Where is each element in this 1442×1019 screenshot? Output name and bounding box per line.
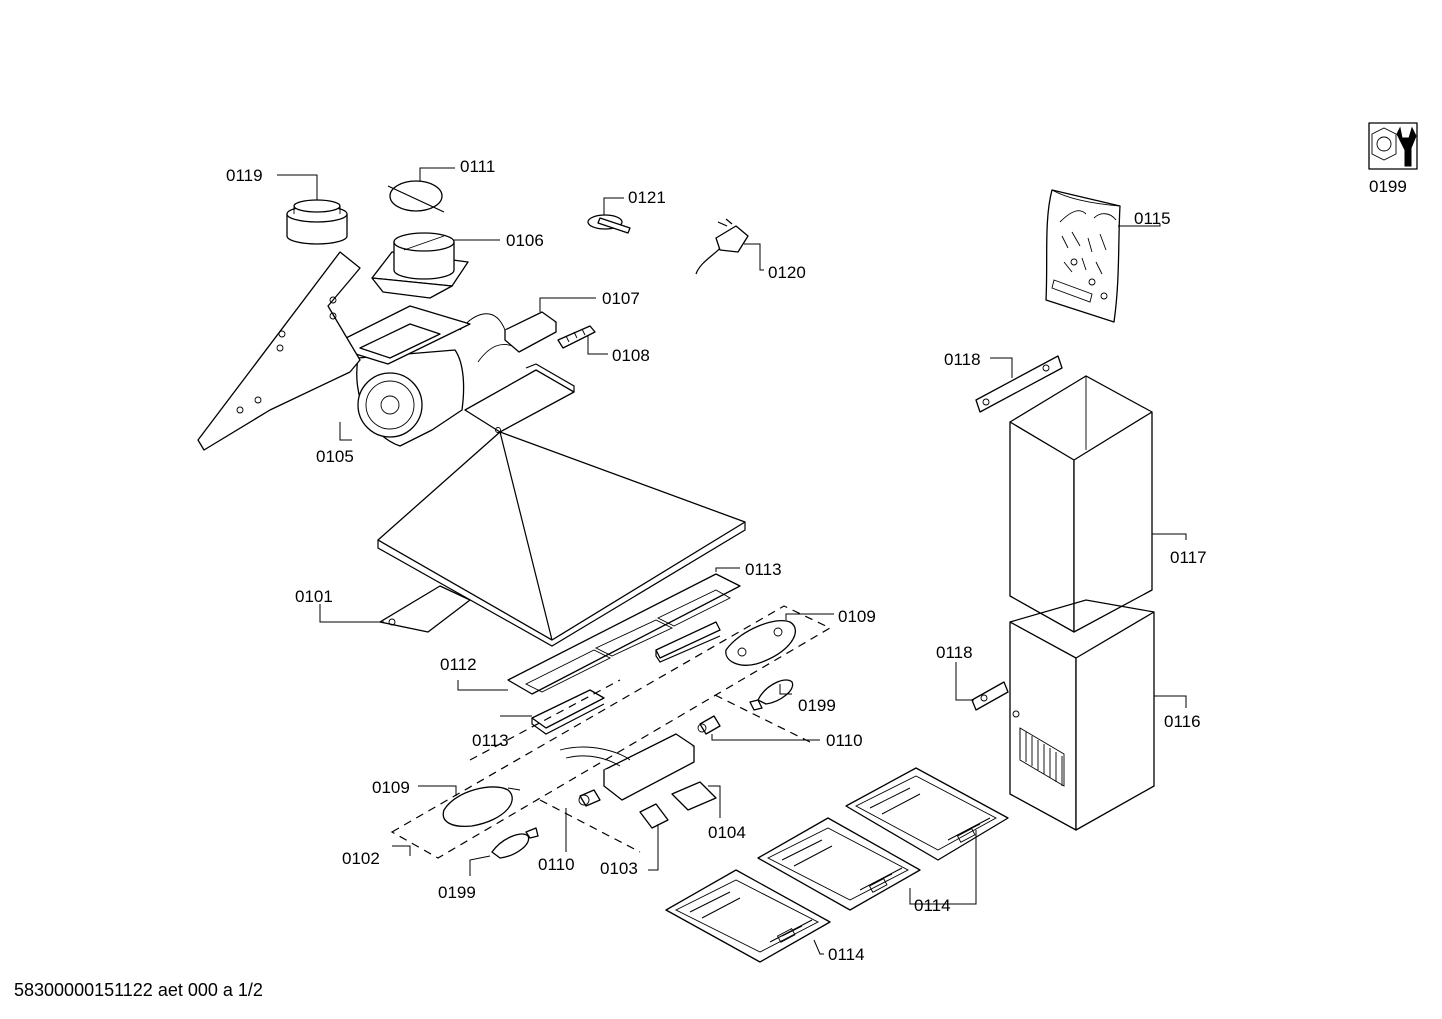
part-0109-lamp-cover [418, 613, 834, 828]
label-0109-right: 0109 [838, 607, 876, 626]
part-0117-upper-chimney [1009, 375, 1187, 633]
part-0102-lamp-panel [390, 605, 832, 859]
part-0105-blower [329, 305, 471, 447]
label-0199-right: 0199 [798, 696, 836, 715]
label-0105: 0105 [316, 447, 354, 466]
label-0110-bottom: 0110 [538, 855, 575, 874]
label-0199-bottom: 0199 [438, 883, 476, 902]
label-0111: 0111 [460, 157, 495, 176]
label-0112: 0112 [440, 655, 477, 674]
label-0113-bottom: 0113 [472, 731, 509, 750]
label-0104: 0104 [708, 823, 746, 842]
label-0117: 0117 [1170, 548, 1207, 567]
part-0104-clip [671, 781, 721, 818]
part-0103-clip [639, 803, 669, 871]
label-0109-left: 0109 [372, 778, 410, 797]
lamp-ballast [559, 733, 695, 801]
label-0120: 0120 [768, 263, 806, 282]
label-0103: 0103 [600, 859, 638, 878]
label-0116: 0116 [1164, 712, 1201, 731]
document-id: 58300000151122 aet 000 a 1/2 [14, 980, 263, 1000]
part-0101-back-plate [197, 251, 471, 633]
part-0112-filter-frame [457, 573, 741, 695]
part-0116-lower-chimney [1009, 599, 1187, 831]
part-0114-filter [665, 767, 1009, 963]
label-0102: 0102 [342, 849, 380, 868]
label-0108: 0108 [612, 346, 650, 365]
label-0118-bottom: 0118 [936, 643, 973, 662]
nut-wrench-icon [1371, 126, 1417, 167]
label-0110-right: 0110 [826, 731, 863, 750]
part-0121-clamp [587, 197, 631, 234]
label-0114-bottom: 0114 [828, 945, 865, 964]
label-0119: 0119 [226, 166, 263, 185]
label-0118-top: 0118 [944, 350, 981, 369]
part-0106-outlet-adapter [371, 232, 500, 299]
part-0110-lamp-holder [565, 715, 820, 852]
tool-badge: 0199 [1368, 122, 1418, 196]
part-0199-bulb [469, 679, 794, 876]
label-0106: 0106 [506, 231, 544, 250]
part-0118-bracket-top [975, 355, 1063, 413]
part-0107-switch [459, 297, 596, 363]
part-0108-terminal [557, 325, 608, 355]
part-0118-bracket-bottom [955, 662, 1009, 711]
label-0113-top: 0113 [745, 560, 782, 579]
part-0111-damper [387, 167, 455, 213]
tool-badge-label: 0199 [1369, 177, 1407, 196]
part-0113-grease-filter [500, 567, 740, 735]
label-0107: 0107 [602, 289, 640, 308]
part-0120-plug [695, 218, 764, 275]
label-0114-middle: 0114 [914, 896, 951, 915]
part-0115-screw-bag [1045, 189, 1161, 323]
label-0121: 0121 [628, 188, 666, 207]
part-0119-collar [277, 174, 348, 245]
label-0115: 0115 [1134, 209, 1171, 228]
hood-canopy [377, 363, 746, 647]
label-0101: 0101 [295, 587, 333, 606]
